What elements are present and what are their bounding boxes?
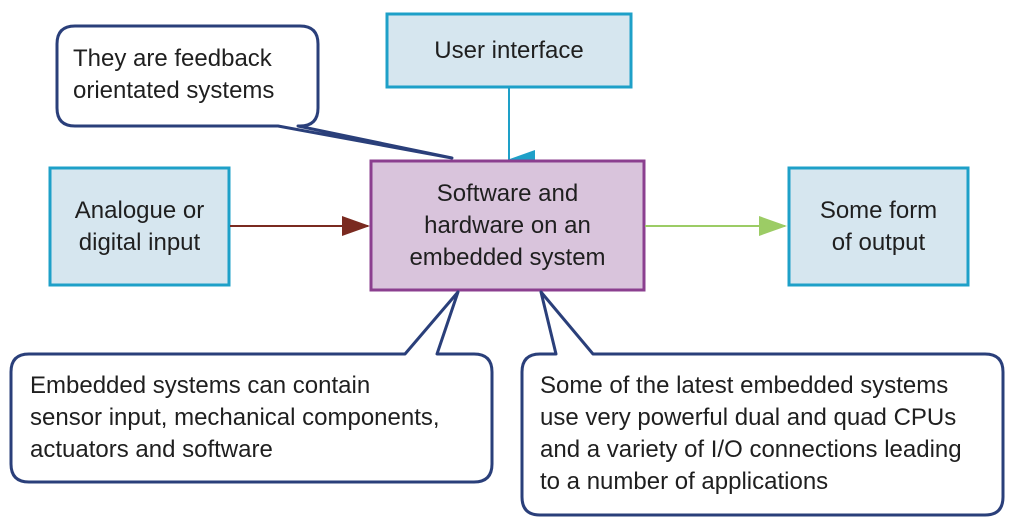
output-box xyxy=(787,166,970,287)
user-interface-box xyxy=(385,12,633,89)
callout-components-text: Embedded systems can contain sensor inpu… xyxy=(30,372,440,463)
callout-latest-bubble xyxy=(520,290,1005,517)
callout-feedback-text: They are feedback orientated systems xyxy=(73,45,275,104)
core-box xyxy=(369,159,646,292)
callout-components-bubble xyxy=(9,290,494,484)
input-box xyxy=(48,166,231,287)
input-label: Analogue or digital input xyxy=(74,196,205,256)
core-label: Software and hardware on an embedded sys… xyxy=(409,179,606,271)
user-interface-label: User interface xyxy=(434,36,584,64)
output-label: Some form of output xyxy=(819,196,938,256)
callout-feedback-bubble xyxy=(55,24,454,160)
callout-latest-text: Some of the latest embedded systems use … xyxy=(540,372,962,495)
